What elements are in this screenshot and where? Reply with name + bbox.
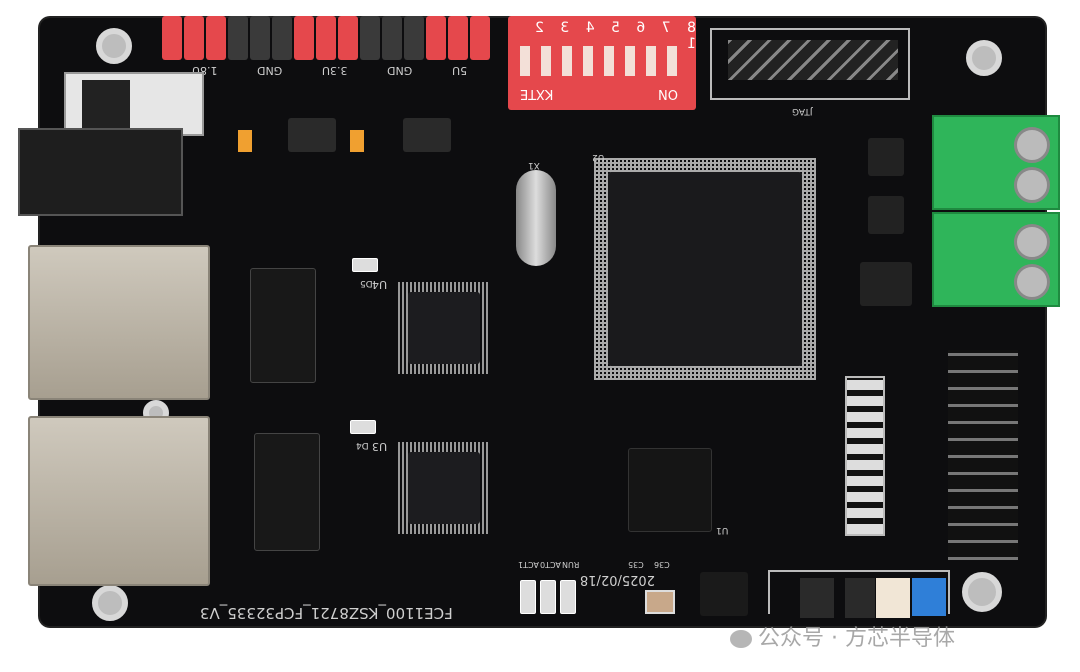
jumper-black[interactable] bbox=[845, 578, 875, 618]
terminal-block[interactable] bbox=[932, 212, 1060, 307]
act1-label: ACT1 bbox=[518, 560, 539, 569]
mounting-hole bbox=[962, 572, 1002, 612]
jumper-blue[interactable] bbox=[912, 578, 946, 616]
main-chip-u2 bbox=[594, 158, 816, 380]
d5-label: D5 bbox=[360, 278, 373, 288]
board-name: FCE1100_KSZ8721_FCP32335_V3 bbox=[200, 604, 453, 622]
watermark-text: 公众号 · 方芯半导体 bbox=[758, 626, 955, 651]
c36-label: C36 bbox=[654, 560, 670, 569]
jumper-header bbox=[768, 570, 950, 614]
gpio-pin-header bbox=[948, 350, 1018, 560]
ic-u12 bbox=[700, 572, 748, 616]
wechat-icon bbox=[730, 630, 752, 648]
act0-label: ACT0 bbox=[540, 560, 561, 569]
dip-brand: KXTE bbox=[520, 86, 554, 101]
led-array bbox=[845, 376, 885, 536]
crystal-y1 bbox=[645, 590, 675, 614]
chip-u1 bbox=[628, 448, 712, 532]
x1-label: X1 bbox=[528, 160, 540, 170]
jumper-black[interactable] bbox=[800, 578, 834, 618]
u1-label: U1 bbox=[716, 525, 729, 535]
ic-u6 bbox=[860, 262, 912, 306]
terminal-block[interactable] bbox=[932, 115, 1060, 210]
ic-u9 bbox=[868, 138, 904, 176]
dip-on-label: ON bbox=[658, 86, 678, 101]
dc-power-jack bbox=[18, 128, 183, 216]
ethernet-jack-p1[interactable] bbox=[28, 416, 210, 586]
led-d5 bbox=[352, 258, 378, 272]
dip-switch[interactable]: 8 7 6 5 4 3 2 1 KXTE ON bbox=[508, 16, 696, 110]
phy-chip-u3 bbox=[398, 442, 490, 534]
label-5v: 5U bbox=[452, 64, 468, 77]
voltage-regulator bbox=[288, 118, 336, 152]
led-d4 bbox=[350, 420, 376, 434]
crystal-oscillator-x1 bbox=[516, 170, 556, 266]
label-gnd: GND bbox=[387, 64, 413, 77]
tantalum-capacitor bbox=[350, 130, 364, 152]
tantalum-capacitor bbox=[238, 130, 252, 152]
mounting-hole bbox=[96, 28, 132, 64]
power-pin-header bbox=[162, 16, 490, 60]
jtag-header: JTAG bbox=[710, 28, 910, 116]
watermark: 公众号 · 方芯半导体 bbox=[730, 620, 955, 652]
u4-label: U4 bbox=[372, 278, 388, 291]
c35-label: C35 bbox=[628, 560, 644, 569]
label-3v3: 3.3U bbox=[321, 64, 348, 77]
mounting-hole bbox=[92, 585, 128, 621]
u2-label: U2 bbox=[592, 152, 605, 162]
mounting-hole bbox=[966, 40, 1002, 76]
ethernet-transformer bbox=[254, 433, 320, 551]
status-leds bbox=[520, 580, 576, 614]
voltage-regulator bbox=[403, 118, 451, 152]
label-gnd: GND bbox=[257, 64, 283, 77]
d4-label: D4 bbox=[356, 440, 369, 450]
board-date: 2025/02/18 bbox=[580, 572, 655, 587]
u3-label: U3 bbox=[372, 440, 388, 453]
ethernet-transformer bbox=[250, 268, 316, 383]
ic-u10 bbox=[868, 196, 904, 234]
phy-chip-u4 bbox=[398, 282, 490, 374]
jtag-label: JTAG bbox=[792, 106, 813, 116]
power-switch[interactable] bbox=[64, 72, 204, 136]
power-header-labels: 5U GND 3.3U GND 1.8U bbox=[172, 64, 487, 77]
run-label: RUN bbox=[562, 560, 580, 569]
jumper-white[interactable] bbox=[876, 578, 910, 618]
ethernet-jack-p2[interactable] bbox=[28, 245, 210, 400]
